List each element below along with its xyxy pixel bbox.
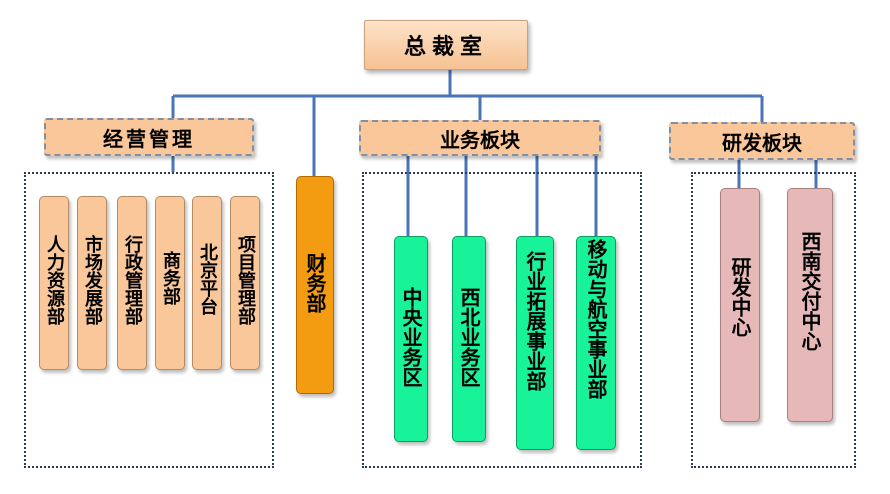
unit-rnd-center: 研发中心 [720,188,760,422]
unit-admin: 行政管理部 [117,196,147,370]
unit-beijing-platform: 北京平台 [192,196,222,370]
business-header: 业务板块 [359,120,601,156]
unit-commerce: 商务部 [155,196,185,370]
rnd-group-frame [691,172,856,468]
unit-label: 商务部 [160,251,181,305]
unit-southwest-delivery: 西南交付中心 [787,188,833,422]
business-header-label: 业务板块 [440,127,520,152]
unit-label: 移动与航空事业部 [584,239,608,399]
executive-office-node: 总裁室 [364,20,528,70]
unit-label: 西南交付中心 [798,231,822,351]
unit-label: 市场发展部 [82,235,103,325]
rnd-header: 研发板块 [669,122,855,160]
business-group-frame [362,172,642,468]
rnd-header-label: 研发板块 [722,130,802,155]
unit-hr: 人力资源部 [39,196,69,370]
unit-finance: 财务部 [296,176,334,394]
unit-label: 人力资源部 [44,235,65,325]
unit-label: 行业拓展事业部 [523,251,547,391]
unit-industry-expansion: 行业拓展事业部 [516,236,554,450]
unit-label: 西北业务区 [457,287,481,387]
unit-label: 研发中心 [728,257,752,337]
unit-project-management: 项目管理部 [230,196,260,370]
unit-northwest-business: 西北业务区 [452,236,486,442]
unit-central-business: 中央业务区 [394,236,428,442]
unit-label: 项目管理部 [235,235,256,325]
management-header-label: 经营管理 [103,126,195,151]
unit-marketing: 市场发展部 [77,196,107,370]
unit-label: 中央业务区 [399,287,423,387]
unit-label: 行政管理部 [122,235,143,325]
unit-label: 财务部 [303,253,327,313]
management-header: 经营管理 [44,118,254,156]
unit-label: 北京平台 [197,243,218,315]
unit-mobile-aviation: 移动与航空事业部 [576,236,616,450]
management-group-frame [24,172,274,468]
executive-office-label: 总裁室 [403,35,488,60]
